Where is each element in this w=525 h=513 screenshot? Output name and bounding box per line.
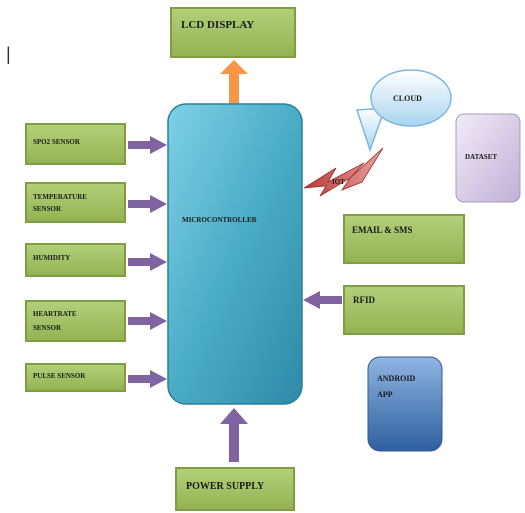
rfid-block: RFID: [343, 285, 465, 335]
cloud-callout: CLOUD: [355, 69, 452, 153]
lcd-display-label: LCD DISPLAY: [181, 19, 254, 31]
rfid-arrow: [303, 291, 342, 309]
sensor-pulse-label: PULSE SENSOR: [33, 372, 86, 380]
stray-mark: |: [6, 44, 11, 64]
sensor-heartrate: HEARTRATE SENSOR: [25, 300, 126, 342]
iot-bolt: IOT: [303, 147, 384, 197]
sensor-temperature-label-2: SENSOR: [33, 205, 62, 213]
android-app-block: ANDROID APP: [367, 356, 443, 452]
microcontroller-label: MICROCONTROLLER: [182, 216, 258, 224]
email-sms-label: EMAIL & SMS: [352, 225, 413, 235]
arrow-heartrate: [128, 312, 167, 330]
arrow-spo2: [128, 136, 167, 154]
sensor-temperature: TEMPERATURE SENSOR: [25, 182, 126, 223]
sensor-humidity-label: HUMIDITY: [33, 254, 70, 262]
arrow-temperature: [128, 195, 167, 213]
cloud-label: CLOUD: [393, 94, 422, 103]
lcd-display-block: LCD DISPLAY: [170, 7, 296, 58]
power-supply-block: POWER SUPPLY: [175, 467, 295, 511]
lcd-arrow: [220, 60, 248, 104]
power-supply-label: POWER SUPPLY: [186, 481, 265, 492]
arrow-humidity: [128, 253, 167, 271]
android-app-label-2: APP: [377, 390, 393, 399]
sensor-spo2-label: SPO2 SENSOR: [33, 138, 81, 146]
sensor-heartrate-label-2: SENSOR: [33, 324, 62, 332]
power-arrow: [220, 408, 248, 462]
android-app-label-1: ANDROID: [377, 374, 415, 383]
sensor-pulse: PULSE SENSOR: [25, 363, 126, 392]
sensor-temperature-label-1: TEMPERATURE: [33, 193, 87, 201]
email-sms-block: EMAIL & SMS: [343, 214, 465, 264]
microcontroller-block: MICROCONTROLLER: [167, 103, 303, 405]
sensor-humidity: HUMIDITY: [25, 243, 126, 277]
arrow-pulse: [128, 370, 167, 388]
iot-label: IOT: [332, 178, 345, 186]
rfid-label: RFID: [353, 295, 375, 305]
sensor-spo2: SPO2 SENSOR: [25, 123, 126, 165]
dataset-label: DATASET: [465, 153, 497, 161]
sensor-arrows: [128, 136, 167, 388]
dataset-block: DATASET: [455, 113, 521, 203]
sensor-heartrate-label-1: HEARTRATE: [33, 310, 77, 318]
